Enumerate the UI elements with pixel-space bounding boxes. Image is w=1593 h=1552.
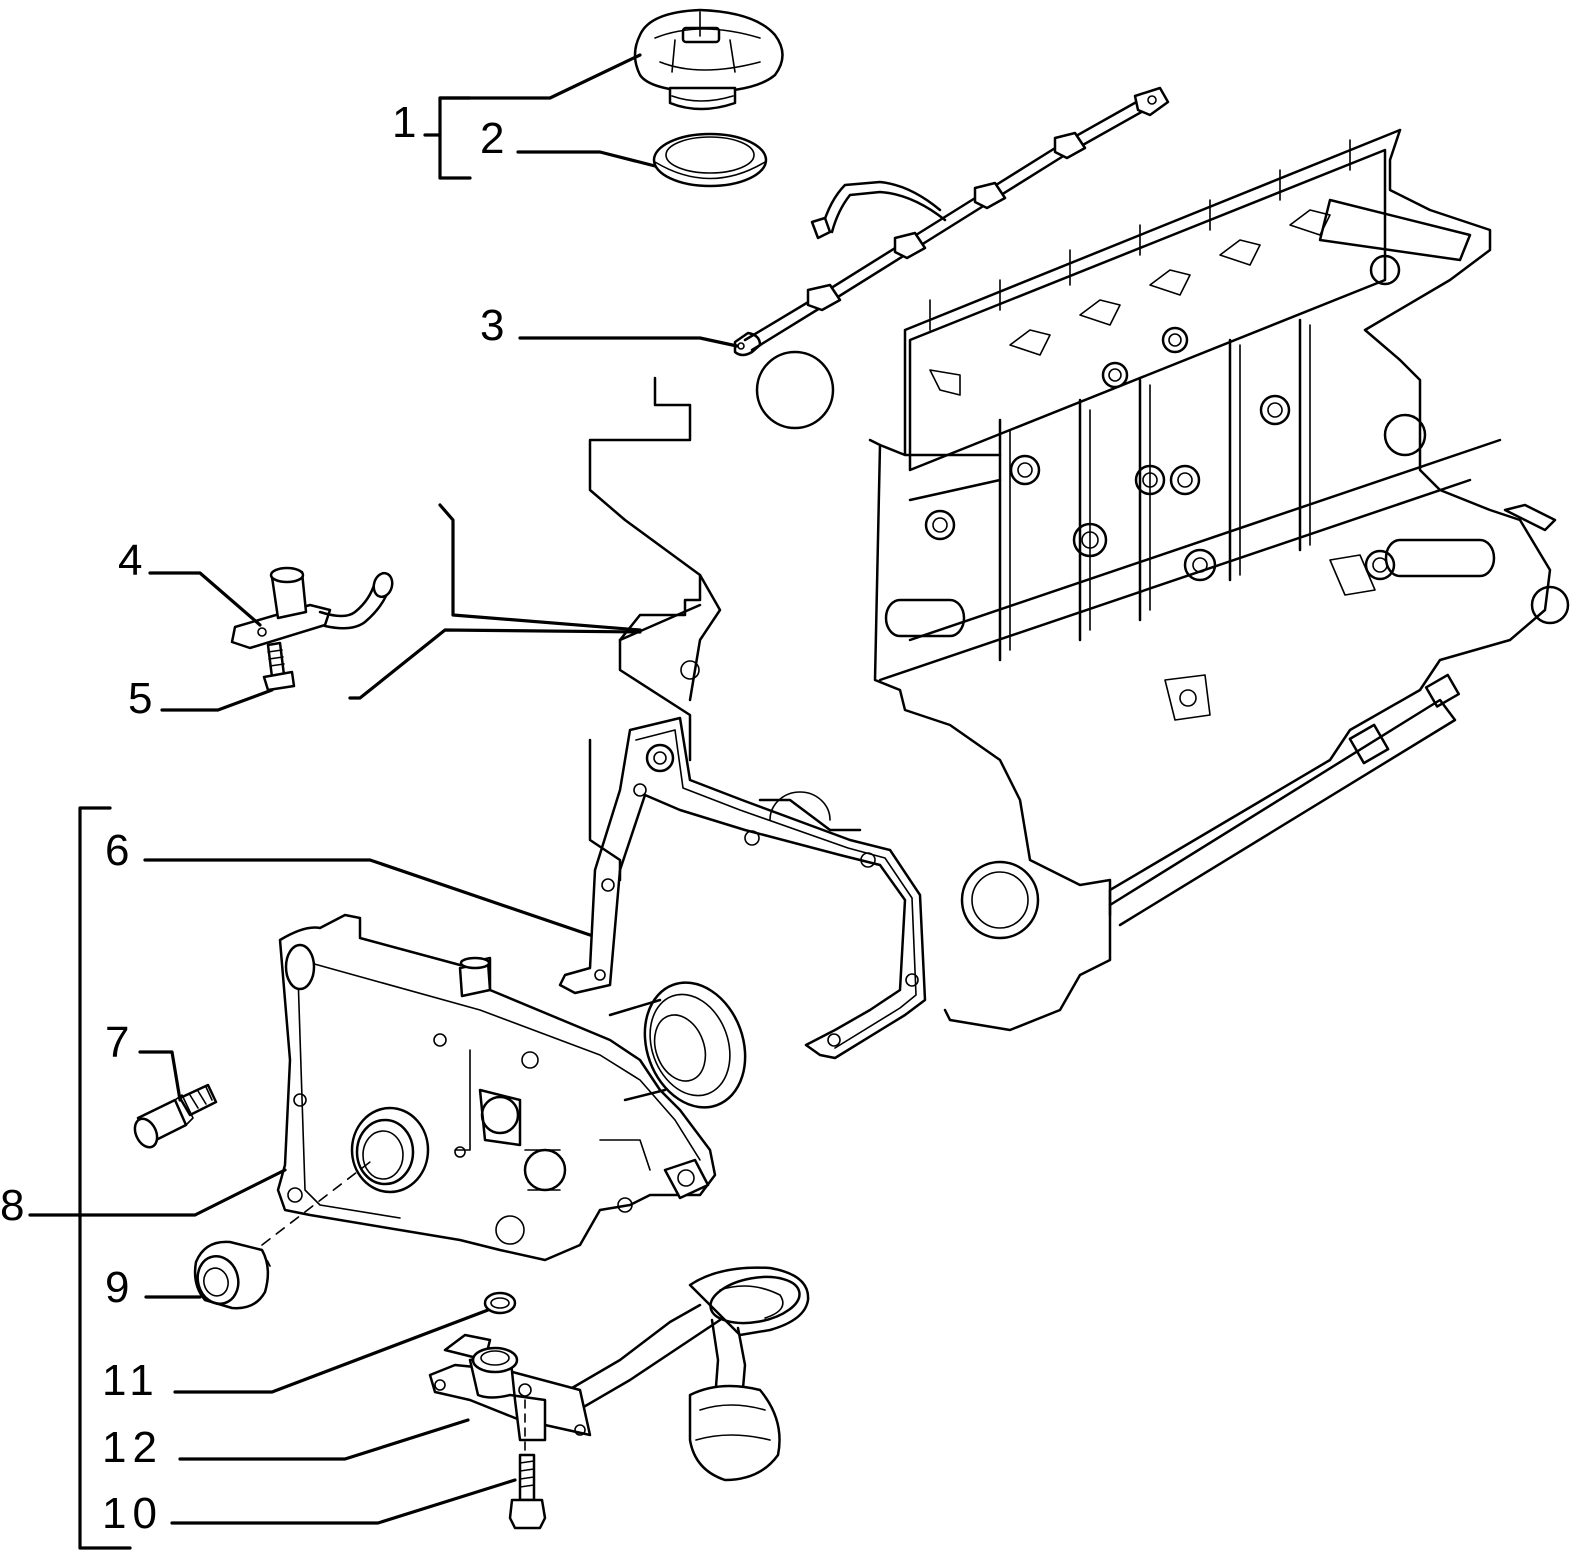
- callout-1: 1: [392, 98, 422, 147]
- engine-block: [348, 128, 1570, 1032]
- callout-5: 5: [128, 674, 158, 723]
- oil-pickup-strainer: [428, 1266, 810, 1482]
- oil-pump-front-cover: [276, 913, 747, 1262]
- callout-9: 9: [105, 1263, 135, 1312]
- callout-10: 10: [102, 1489, 163, 1538]
- callout-labels: 1 2 3 4 5 6 7 8 9 11 12 10: [0, 98, 510, 1538]
- injector-fuel-rail: [733, 86, 1170, 357]
- callout-4: 4: [118, 536, 148, 585]
- callout-7: 7: [105, 1018, 135, 1067]
- cap-seal: [652, 132, 768, 188]
- crankshaft-seal: [193, 1161, 371, 1310]
- callout-8: 8: [0, 1181, 30, 1230]
- callout-11: 11: [102, 1356, 160, 1405]
- callout-12: 12: [102, 1423, 163, 1472]
- callout-leaders: [28, 53, 739, 1550]
- callout-2: 2: [480, 114, 510, 163]
- o-ring: [483, 1291, 517, 1315]
- callout-3: 3: [480, 301, 510, 350]
- front-cover-gasket: [558, 716, 927, 1060]
- callout-6: 6: [105, 826, 135, 875]
- cover-bolt: [133, 1083, 218, 1149]
- pickup-bolt: [508, 1399, 547, 1530]
- sensor-screw: [262, 641, 296, 692]
- sensor-with-pipe: [230, 566, 394, 650]
- oil-filler-cap: [633, 8, 784, 111]
